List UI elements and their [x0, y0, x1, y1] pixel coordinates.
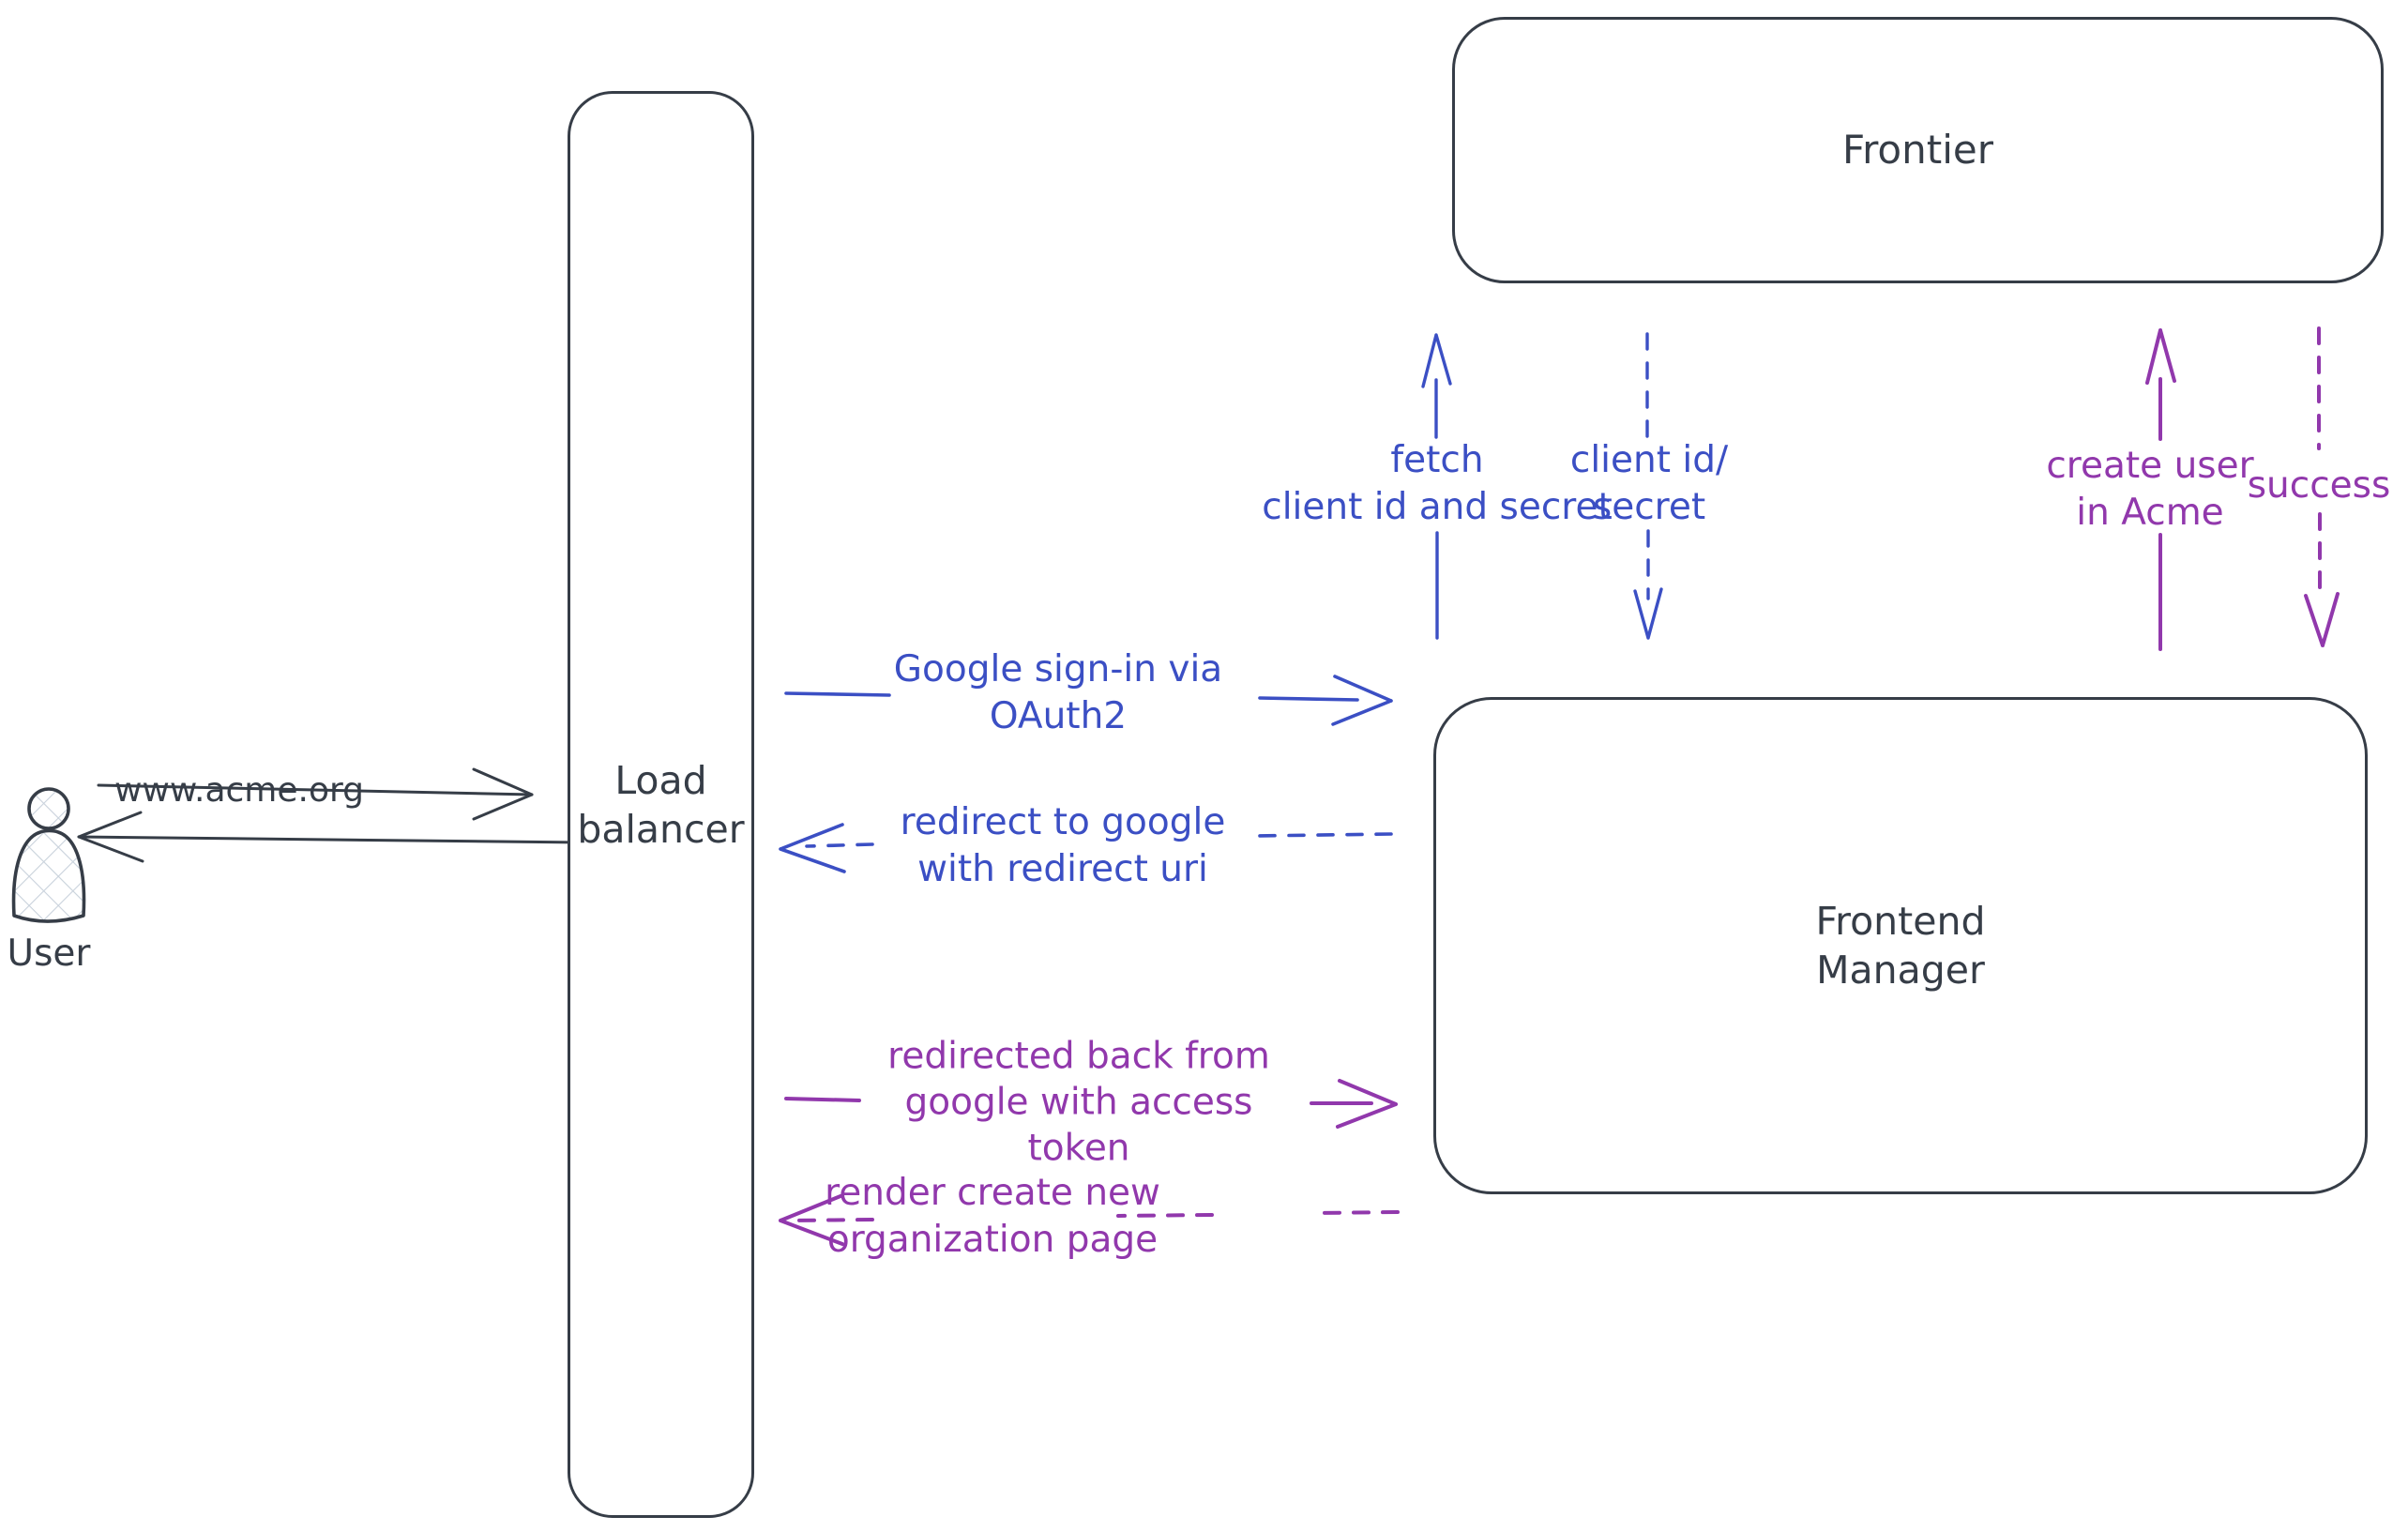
load-balancer-label-line2: balancer: [577, 806, 745, 852]
arrow-label-www-acme-org[interactable]: www.acme.org: [114, 771, 365, 810]
arrow-client-id-secret[interactable]: [1633, 332, 1663, 640]
frontier-label: Frontier: [1841, 127, 1993, 173]
arrow-user-to-lb[interactable]: [97, 767, 534, 821]
arrow-label-success[interactable]: success: [2247, 464, 2391, 507]
arrow-label-fetch-client[interactable]: fetch client id and secret: [1262, 439, 1613, 528]
arrow-label-render-page[interactable]: render create new organization page: [825, 1172, 1160, 1261]
load-balancer-label-line1: Load: [614, 757, 707, 803]
frontend-manager-label-line1: Frontend: [1815, 899, 1986, 944]
arrow-fetch-client[interactable]: [1421, 333, 1452, 640]
arrow-success[interactable]: [2304, 326, 2340, 647]
user-icon[interactable]: [11, 787, 86, 923]
arrow-label-redirected-back[interactable]: redirected back from google with access …: [887, 1035, 1270, 1170]
frontend-manager-label-line2: Manager: [1816, 948, 1985, 993]
arrow-google-signin[interactable]: [784, 675, 1393, 726]
node-frontend-manager[interactable]: Frontend Manager: [1433, 697, 2368, 1194]
arrow-label-redirect-google[interactable]: redirect to google with redirect uri: [900, 801, 1226, 890]
arrow-redirected-back[interactable]: [784, 1079, 1398, 1129]
user-label[interactable]: User: [7, 933, 91, 975]
arrow-create-user[interactable]: [2145, 328, 2176, 651]
node-frontier[interactable]: Frontier: [1452, 17, 2384, 283]
arrow-lb-to-user[interactable]: [77, 811, 583, 863]
arrow-redirect-google[interactable]: [779, 823, 1393, 873]
arrow-label-google-signin[interactable]: Google sign-in via OAuth2: [893, 648, 1223, 737]
arrow-label-create-user[interactable]: create user in Acme: [2046, 445, 2254, 534]
arrow-render-page[interactable]: [779, 1194, 1400, 1246]
arrow-label-client-id-secret[interactable]: client id/ secret: [1569, 439, 1729, 528]
node-load-balancer[interactable]: Load balancer: [568, 91, 754, 1518]
